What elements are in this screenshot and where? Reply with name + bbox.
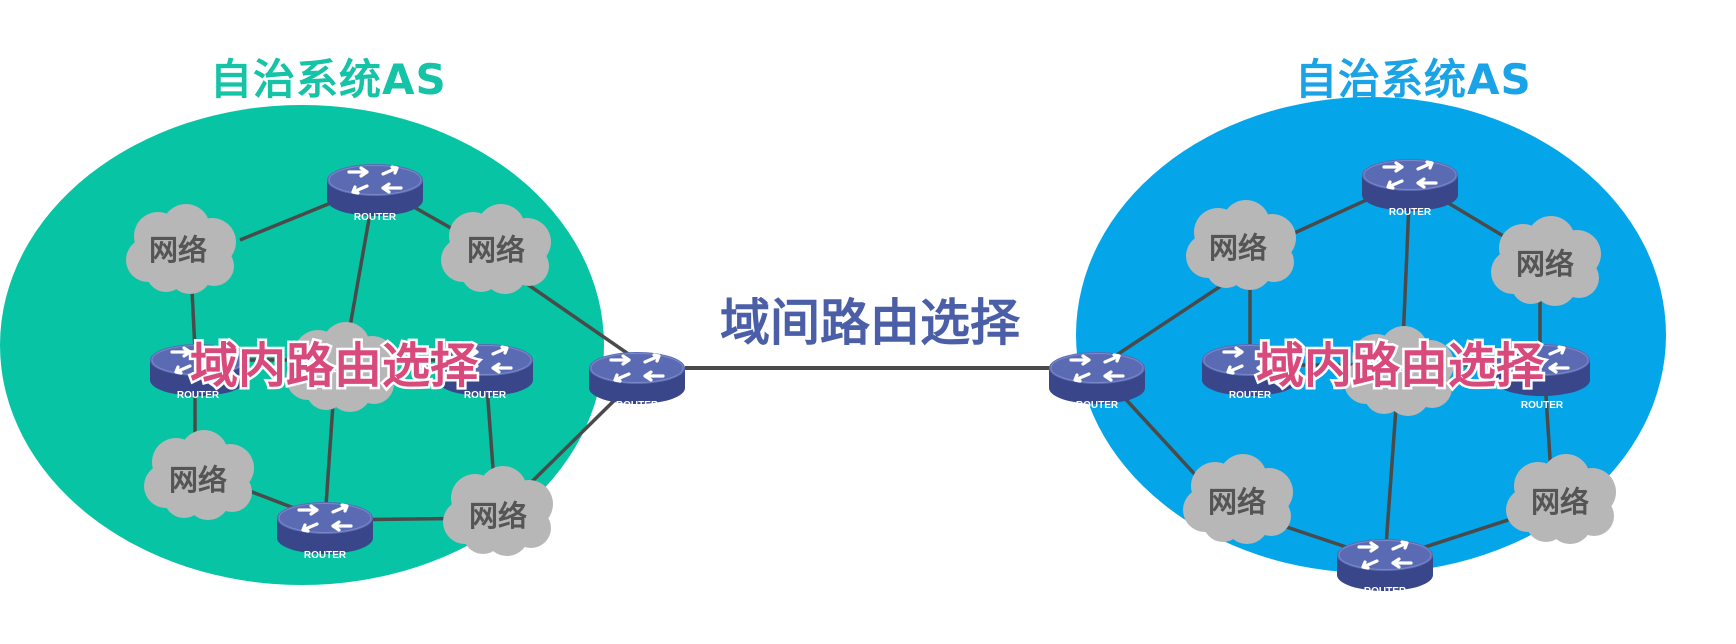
right-router-mid-right: ROUTER <box>1492 342 1592 411</box>
right-border-router: ROUTER <box>1047 350 1147 411</box>
network-label: 网络 <box>1209 231 1267 265</box>
right-as-region: 网络 网络 网络 网络 ROUTER ROUTER ROUTER ROUTER … <box>1047 97 1666 597</box>
inner-routing-label-right: 域内路由选择 <box>1256 338 1545 394</box>
network-label: 网络 <box>1516 247 1574 281</box>
left-as-title: 自治系统AS <box>210 55 447 104</box>
network-label: 网络 <box>169 463 227 497</box>
router-label: ROUTER <box>464 390 507 401</box>
network-label: 网络 <box>469 499 527 533</box>
router-label: ROUTER <box>616 400 659 411</box>
left-as-region: 网络 网络 网络 网络 ROUTER ROUTER ROUTER ROUTER … <box>0 105 687 585</box>
router-label: ROUTER <box>1389 207 1432 218</box>
network-label: 网络 <box>1208 485 1266 519</box>
left-router-top: ROUTER <box>325 162 425 223</box>
inter-routing-label: 域间路由选择 <box>720 294 1021 352</box>
router-label: ROUTER <box>1364 586 1407 597</box>
router-icon <box>325 162 425 218</box>
left-border-router: ROUTER <box>587 350 687 411</box>
router-label: ROUTER <box>1521 400 1564 411</box>
right-router-mid-left: ROUTER <box>1200 342 1300 401</box>
router-icon <box>587 350 687 406</box>
router-label: ROUTER <box>177 390 220 401</box>
inner-routing-label-left: 域内路由选择 <box>190 338 479 394</box>
router-label: ROUTER <box>1076 400 1119 411</box>
router-icon <box>1335 537 1435 593</box>
router-label: ROUTER <box>1229 390 1272 401</box>
router-label: ROUTER <box>304 550 347 561</box>
left-router-mid-left: ROUTER <box>148 342 248 401</box>
router-icon <box>1360 157 1460 213</box>
network-label: 网络 <box>467 233 525 267</box>
right-router-top: ROUTER <box>1360 157 1460 218</box>
left-router-mid-right: ROUTER <box>435 342 535 401</box>
left-router-bottom: ROUTER <box>275 500 375 561</box>
network-label: 网络 <box>1531 485 1589 519</box>
network-label: 网络 <box>149 233 207 267</box>
right-as-title: 自治系统AS <box>1295 55 1532 104</box>
router-icon <box>275 500 375 556</box>
router-label: ROUTER <box>354 212 397 223</box>
right-router-bottom: ROUTER <box>1335 537 1435 597</box>
router-icon <box>1047 350 1147 406</box>
